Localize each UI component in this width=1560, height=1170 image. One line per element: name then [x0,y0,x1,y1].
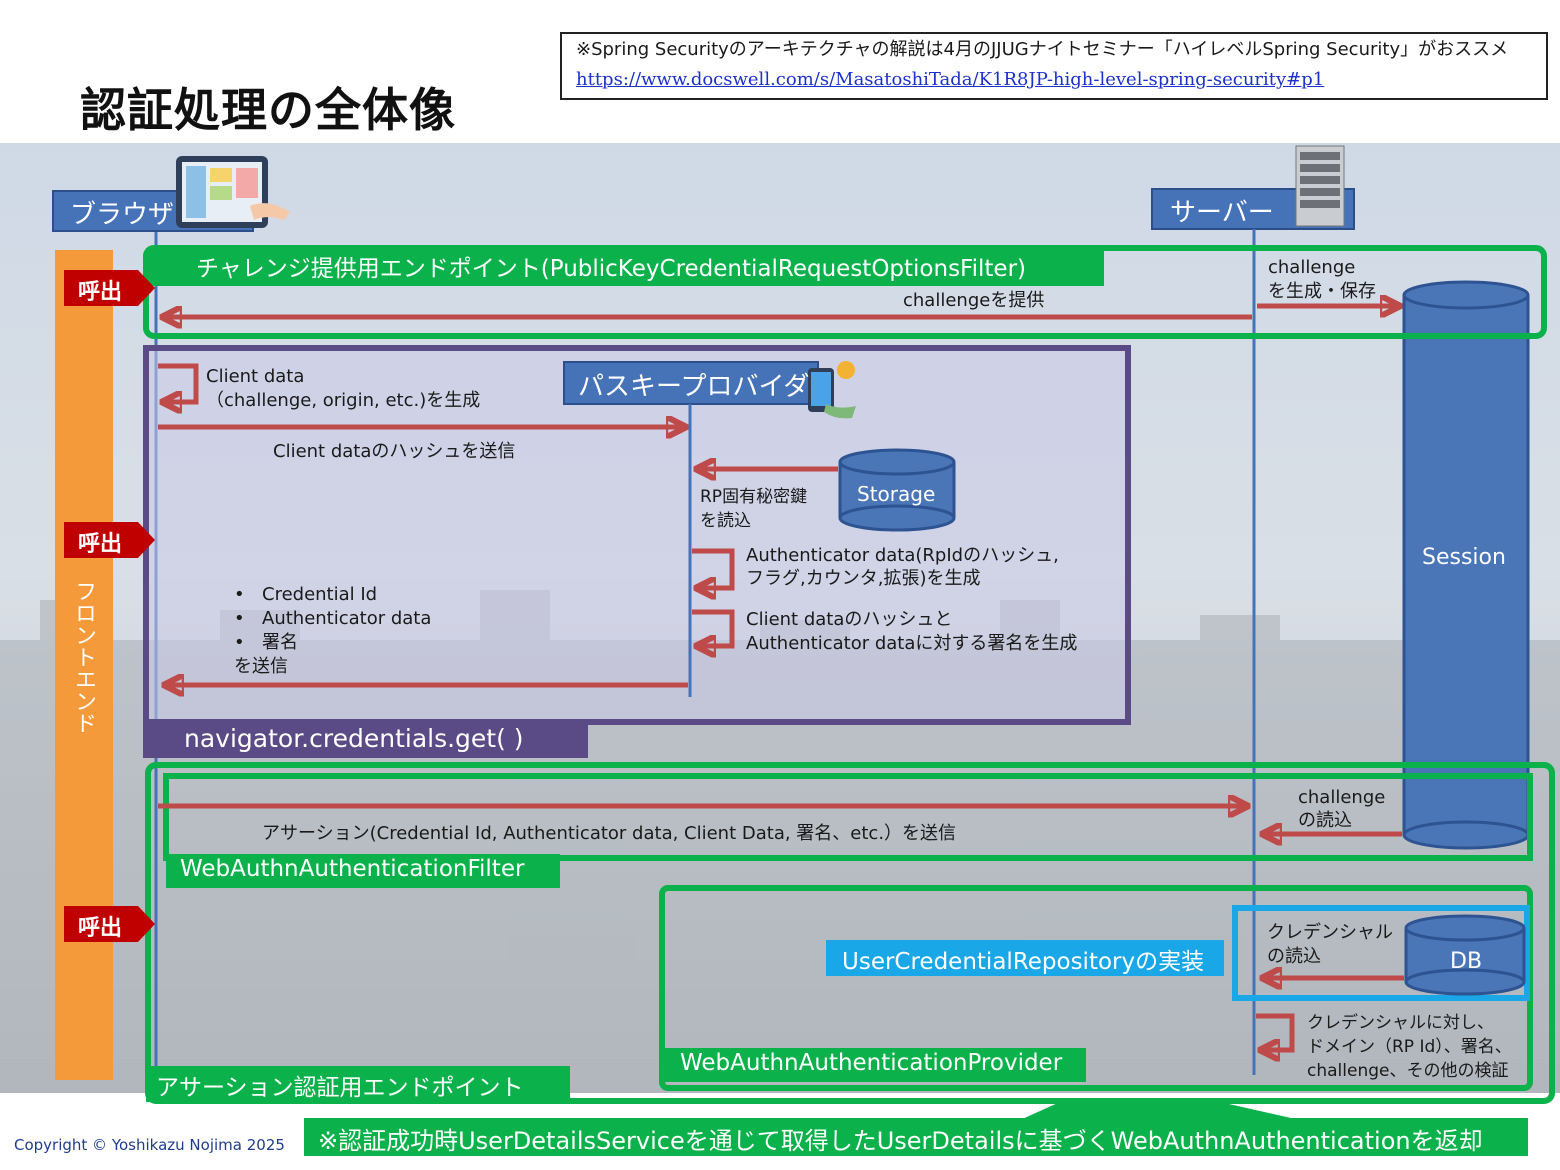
msg-verify-2: ドメイン（RP Id）、署名、 [1307,1037,1512,1057]
frontend-label: フロントエンド [71,580,96,734]
browser-lane-label: ブラウザ [70,200,175,230]
repository-box [1232,905,1530,1001]
msg-cred-read-2: の読込 [1267,946,1321,967]
msg-rp-key-1: RP固有秘密鍵 [700,487,808,507]
msg-cred-read-1: クレデンシャル [1267,922,1393,943]
footer-banner [304,1118,1528,1156]
send-item-3: •署名 [234,632,298,653]
badge-shape-3 [64,906,155,942]
call-badge-3: 呼出 [78,916,123,941]
repository-title: UserCredentialRepositoryの実装 [842,949,1205,975]
call-badge-2: 呼出 [78,532,123,557]
provider-tab [662,1048,1086,1082]
badge-shape-1 [64,270,155,306]
page-title: 認証処理の全体像 [80,83,456,137]
msg-verify-3: challenge、その他の検証 [1307,1061,1509,1081]
reference-note-box [560,32,1548,100]
challenge-endpoint-tab [146,248,1104,286]
passkey-provider-label: パスキープロバイダ [578,372,810,402]
webauthn-filter-tab [166,854,560,888]
assertion-endpoint-box [145,762,1555,1104]
msg-client-data-1: Client data [206,366,305,387]
assertion-endpoint-title: アサーション認証用エンドポイント [156,1075,524,1101]
send-items-suffix: を送信 [234,656,288,677]
msg-sign-2: Authenticator dataに対する署名を生成 [746,633,1078,654]
arrow-auth-data-self [692,548,735,588]
footer-note: ※認証成功時UserDetailsServiceを通じて取得したUserDeta… [318,1127,1483,1155]
server-lane-label: サーバー [1170,198,1274,228]
db-cylinder [1404,914,1526,996]
send-item-2: •Authenticator data [234,608,432,629]
storage-cylinder [838,448,956,532]
provider-title: WebAuthnAuthenticationProvider [680,1050,1063,1076]
msg-verify-1: クレデンシャルに対し、 [1307,1013,1494,1033]
msg-rp-key-2: を読込 [700,511,751,531]
copyright: Copyright © Yoshikazu Nojima 2025 [14,1136,285,1154]
msg-challenge-read-1: challenge [1298,787,1386,808]
webauthn-filter-box [163,773,1533,861]
webauthn-filter-title: WebAuthnAuthenticationFilter [180,856,525,882]
challenge-endpoint-title: チャレンジ提供用エンドポイント(PublicKeyCredentialReque… [196,256,1026,282]
session-cylinder [1402,280,1530,850]
tablet-illustration [176,156,290,228]
footer-callout-pointer [1020,1102,1300,1120]
msg-auth-data-1: Authenticator data(RpIdのハッシュ, [746,545,1059,566]
msg-auth-data-2: フラグ,カウンタ,拡張)を生成 [746,568,981,589]
navigator-box [143,345,1131,725]
arrow-client-data-self [158,363,199,402]
msg-client-data-2: （challenge, origin, etc.)を生成 [206,390,481,411]
msg-challenge-create-1: challenge [1268,257,1356,278]
reference-note-text: ※Spring Securityのアーキテクチャの解説は4月のJJUGナイトセミ… [576,39,1509,60]
repository-tab [826,940,1224,976]
send-items-list: •Credential Id •Authenticator data •署名 を… [234,583,431,679]
db-label: DB [1450,949,1483,974]
server-rack-illustration [1295,145,1345,227]
badge-shape-2 [64,522,155,558]
msg-challenge-provide: challengeを提供 [903,290,1045,311]
arrow-sign-self [692,609,735,646]
reference-note-link[interactable]: https://www.docswell.com/s/MasatoshiTada… [576,69,1325,90]
storage-label: Storage [857,482,936,506]
assertion-endpoint-tab [146,1066,570,1102]
call-badge-1: 呼出 [78,280,123,305]
msg-challenge-create-2: を生成・保存 [1268,281,1376,302]
arrow-verify-self [1256,1013,1295,1050]
send-item-1: •Credential Id [234,584,378,605]
navigator-tab [143,724,588,758]
msg-assertion: アサーション(Credential Id, Authenticator data… [262,823,957,844]
msg-sign-1: Client dataのハッシュと [746,609,953,630]
msg-client-hash: Client dataのハッシュを送信 [273,441,516,462]
session-label: Session [1422,545,1506,570]
msg-challenge-read-2: の読込 [1298,810,1352,831]
navigator-title: navigator.credentials.get( ) [184,724,524,753]
phone-illustration [808,361,856,419]
